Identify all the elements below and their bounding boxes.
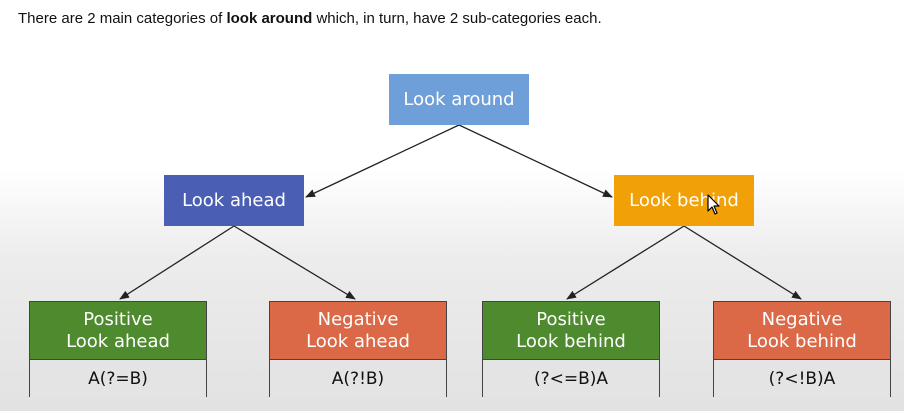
leaf-line1: Negative [317,308,399,330]
leaf-line1: Positive [536,308,606,330]
leaf-syntax: A(?=B) [30,360,206,397]
intro-emphasis: look around [226,10,313,27]
node-look-behind: Look behind [614,175,754,226]
edge-behind-negative [683,225,802,300]
edge-ahead-positive [119,225,235,300]
leaf-line1: Positive [83,308,153,330]
leaf-header: Negative Look behind [714,302,890,360]
leaf-line1: Negative [761,308,843,330]
leaf-line2: Look behind [747,330,857,352]
leaf-line2: Look ahead [306,330,410,352]
intro-prefix: There are 2 main categories of [18,10,227,27]
leaf-positive-look-behind: Positive Look behind (?<=B)A [482,301,660,397]
intro-suffix: which, in turn, have 2 sub-categories ea… [312,10,602,27]
leaf-header: Positive Look ahead [30,302,206,360]
leaf-negative-look-behind: Negative Look behind (?<!B)A [713,301,891,397]
node-label: Look ahead [182,190,286,211]
node-look-ahead: Look ahead [164,175,304,226]
leaf-syntax: (?<=B)A [483,360,659,397]
mouse-pointer-icon [707,194,720,215]
leaf-positive-look-ahead: Positive Look ahead A(?=B) [29,301,207,397]
leaf-syntax: (?<!B)A [714,360,890,397]
leaf-header: Positive Look behind [483,302,659,360]
node-look-around: Look around [389,74,529,125]
leaf-line2: Look ahead [66,330,170,352]
edge-behind-positive [566,225,685,300]
node-label: Look around [403,89,515,110]
edge-root-ahead [305,124,460,198]
leaf-header: Negative Look ahead [270,302,446,360]
leaf-negative-look-ahead: Negative Look ahead A(?!B) [269,301,447,397]
leaf-syntax: A(?!B) [270,360,446,397]
edge-root-behind [458,124,613,198]
leaf-line2: Look behind [516,330,626,352]
node-label: Look behind [629,190,739,211]
intro-text: There are 2 main categories of look arou… [18,10,888,27]
edge-ahead-negative [233,225,356,300]
